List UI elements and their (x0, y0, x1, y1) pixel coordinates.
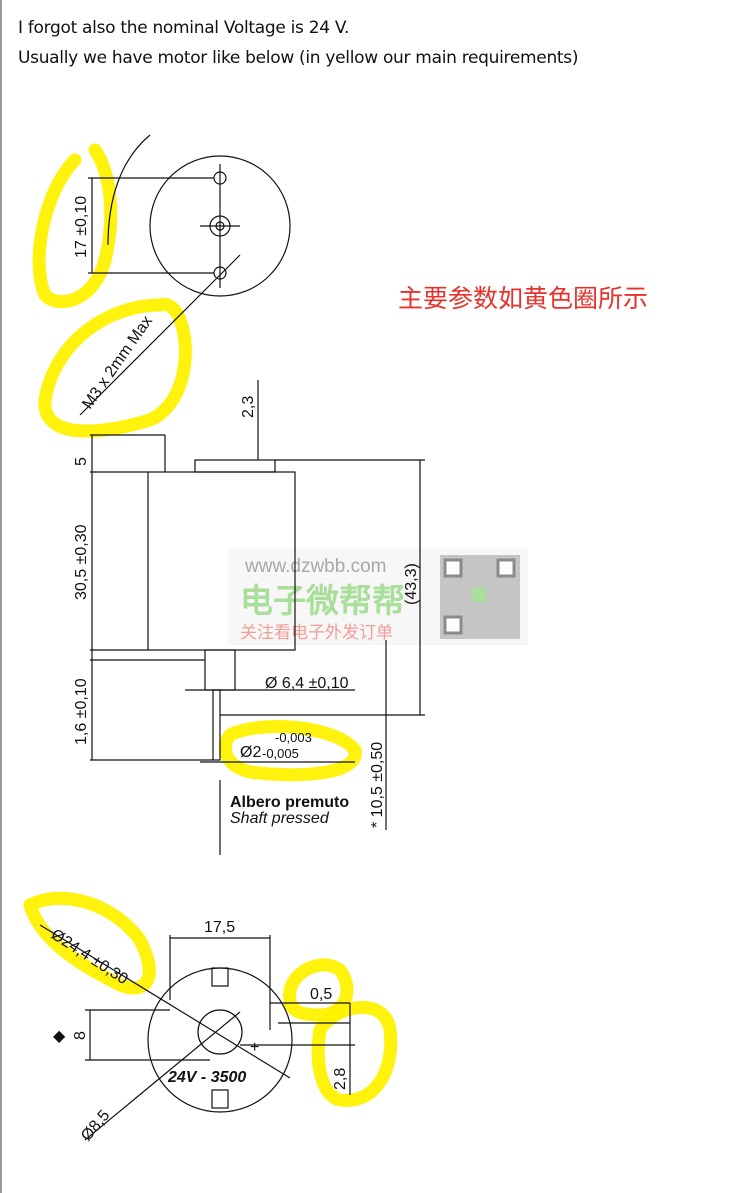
total-length-dim: (43,3) (403, 563, 420, 605)
body-length-dim: 30,5 ±0,30 (73, 524, 90, 600)
diamond-marker-icon: ◆ (53, 1028, 66, 1045)
note-english: Shaft pressed (230, 810, 330, 827)
cap-height-dim: 5 (73, 457, 90, 466)
hole-spacing-dim: 17 ±0,10 (73, 196, 90, 258)
left-border (0, 0, 2, 1193)
shaft-diameter-dim: Ø2 (240, 744, 261, 761)
terminal-dim: 2,3 (240, 396, 257, 418)
boss-diameter-dim: Ø 6,4 ±0,10 (265, 675, 349, 692)
flange-dim: 1,6 ±0,10 (73, 678, 90, 745)
gap-dim: 0,5 (310, 986, 332, 1003)
front-view: 17,5 Ø24,4 ±0,30 0,5 8 2,8 24V - 3500 Ø8… (39, 919, 355, 1145)
side-view: 5 30,5 ±0,30 1,6 ±0,10 2,3 (43,3) Ø 6,4 … (73, 380, 425, 855)
width-dim: 17,5 (204, 919, 235, 936)
rating-label: 24V - 3500 (167, 1069, 246, 1086)
watermark-slogan: 关注看电子外发订单 (240, 623, 393, 643)
note-italian: Albero premuto (230, 794, 349, 811)
plus-terminal-icon: + (250, 1039, 259, 1056)
height-dim: 8 (72, 1031, 89, 1040)
shaft-length-dim: * 10,5 ±0,50 (369, 742, 386, 828)
offset-dim: 2,8 (332, 1068, 349, 1090)
shaft-tol-lower: -0,005 (262, 746, 299, 761)
shaft-tol-upper: -0,003 (275, 730, 312, 745)
watermark: www.dzwbb.com 电子微帮帮 关注看电子外发订单 (228, 548, 528, 645)
watermark-url: www.dzwbb.com (244, 556, 387, 577)
hole-dim: Ø8,5 (78, 1107, 113, 1145)
diameter-dim: Ø24,4 ±0,30 (48, 926, 131, 988)
message-line-1: I forgot also the nominal Voltage is 24 … (18, 18, 350, 38)
chinese-annotation: 主要参数如黄色圈所示 (398, 284, 648, 313)
watermark-brand: 电子微帮帮 (240, 581, 405, 620)
message-line-2: Usually we have motor like below (in yel… (18, 48, 579, 68)
